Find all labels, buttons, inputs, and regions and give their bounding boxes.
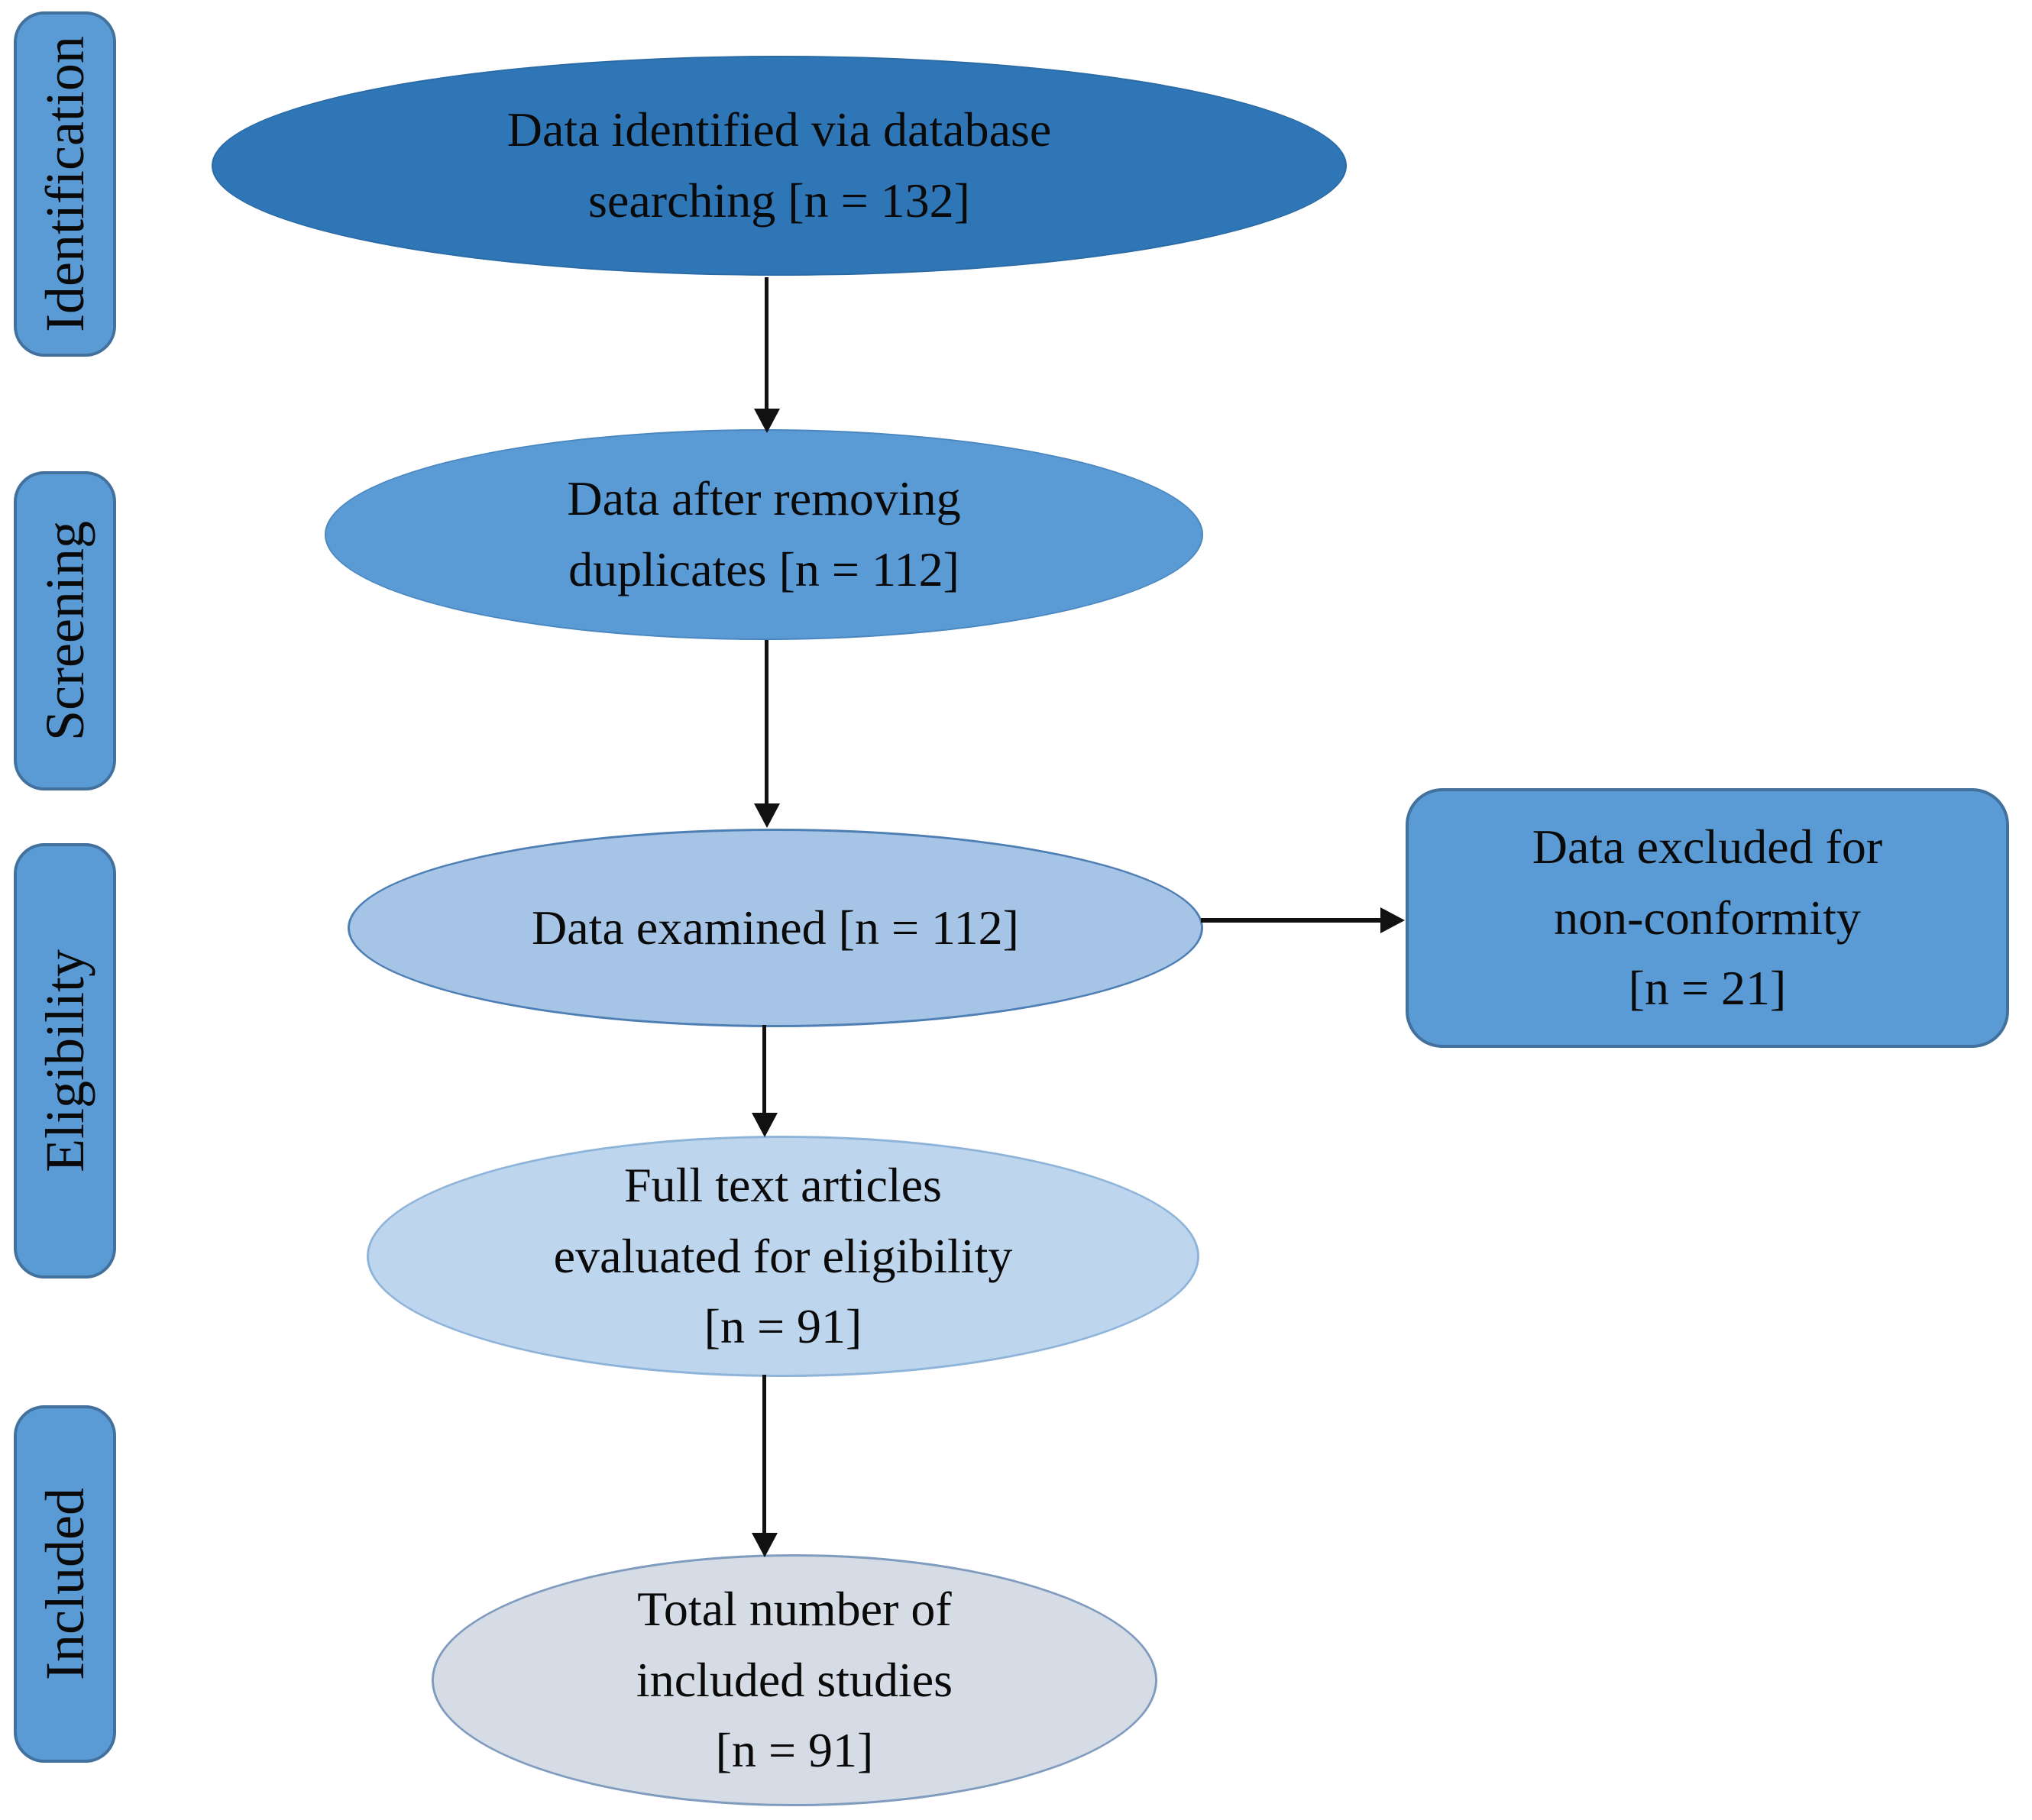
stage-screening-label: Screening <box>34 521 95 741</box>
node-fulltext-evaluated: Full text articles evaluated for eligibi… <box>367 1136 1199 1377</box>
node-duplicates-removed-text: Data after removing duplicates [n = 112] <box>567 471 961 596</box>
node-fulltext-evaluated-text: Full text articles evaluated for eligibi… <box>553 1157 1013 1354</box>
node-data-examined-text: Data examined [n = 112] <box>532 900 1019 955</box>
arrow-examined-to-excluded <box>1201 918 1381 923</box>
node-studies-included: Total number of included studies [n = 91… <box>432 1554 1157 1806</box>
arrow-fulltext-to-included <box>762 1375 766 1534</box>
stage-eligibility-label: Eligibility <box>34 949 96 1173</box>
arrow-identified-to-deduplicated <box>765 277 768 409</box>
stage-eligibility: Eligibility <box>14 843 116 1279</box>
node-data-identified: Data identified via database searching [… <box>212 56 1347 276</box>
node-data-excluded: Data excluded for non-conformity [n = 21… <box>1406 788 2009 1048</box>
node-studies-included-text: Total number of included studies [n = 91… <box>636 1581 953 1778</box>
stage-included: Included <box>14 1405 116 1763</box>
node-duplicates-removed: Data after removing duplicates [n = 112] <box>325 429 1203 640</box>
stage-identification: Identification <box>14 11 116 357</box>
arrow-deduplicated-to-examined <box>765 640 768 804</box>
node-data-examined: Data examined [n = 112] <box>348 829 1203 1027</box>
node-data-excluded-text: Data excluded for non-conformity [n = 21… <box>1532 819 1883 1016</box>
stage-included-label: Included <box>34 1488 95 1680</box>
stage-identification-label: Identification <box>34 36 95 332</box>
node-data-identified-text: Data identified via database searching [… <box>506 102 1052 228</box>
stage-screening: Screening <box>14 471 116 790</box>
arrow-examined-to-fulltext <box>762 1025 766 1114</box>
